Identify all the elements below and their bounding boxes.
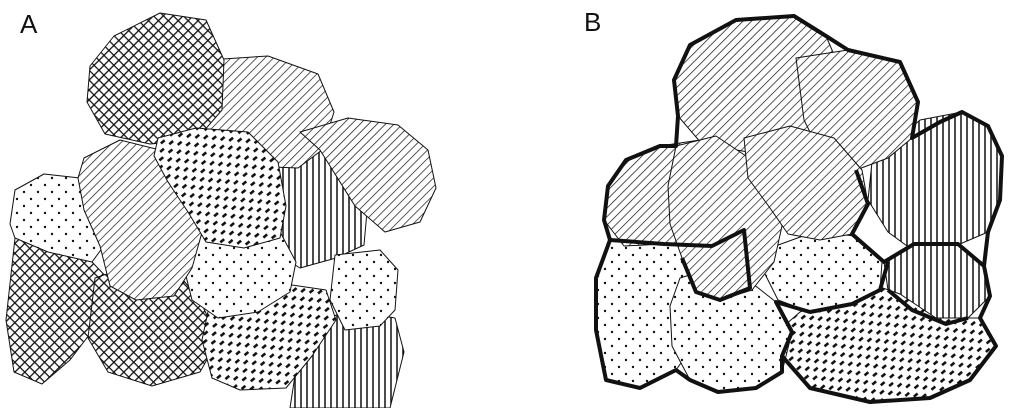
crosshatch-cell bbox=[87, 13, 224, 144]
panel-a-label: A bbox=[20, 9, 38, 39]
dotted-cell bbox=[330, 250, 398, 330]
panel-b: B bbox=[584, 7, 1002, 402]
panel-a: A bbox=[6, 9, 436, 408]
panel-b-label: B bbox=[584, 7, 601, 37]
